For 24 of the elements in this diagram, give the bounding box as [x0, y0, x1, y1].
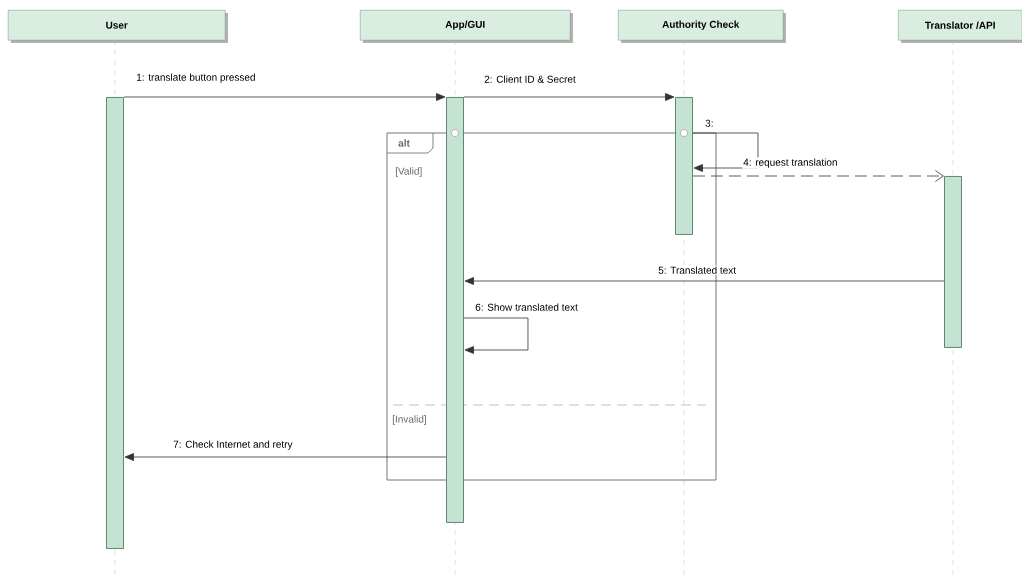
lifeline-header: Translator /API	[898, 10, 1022, 43]
message-arrow	[463, 317, 529, 354]
message-arrow	[123, 93, 446, 101]
message-arrow	[464, 277, 945, 285]
message-label: 1: translate button pressed	[135, 72, 257, 84]
message-label: 3:	[704, 118, 715, 128]
activation-bar	[106, 97, 124, 549]
message-label: 5: Translated text	[657, 265, 738, 275]
message-label: 2: Client ID & Secret	[483, 74, 577, 84]
message-arrow	[692, 170, 944, 182]
activation-bar	[944, 176, 962, 348]
activation-bar	[675, 97, 693, 235]
guard-label: [Valid]	[395, 167, 422, 177]
message-label: 7: Check Internet and retry	[172, 439, 294, 451]
guard-label: [Invalid]	[392, 415, 426, 425]
message-label: 6: Show translated text	[474, 302, 579, 312]
message-arrow	[463, 93, 675, 101]
message-label: 4: request translation	[742, 157, 839, 169]
lifeline-header: User	[8, 10, 228, 43]
lifeline-header: App/GUI	[360, 10, 573, 43]
activation-bar	[446, 97, 464, 523]
lifeline-header: Authority Check	[618, 10, 786, 43]
fragment-label: alt	[398, 139, 410, 147]
message-arrow	[124, 453, 447, 461]
